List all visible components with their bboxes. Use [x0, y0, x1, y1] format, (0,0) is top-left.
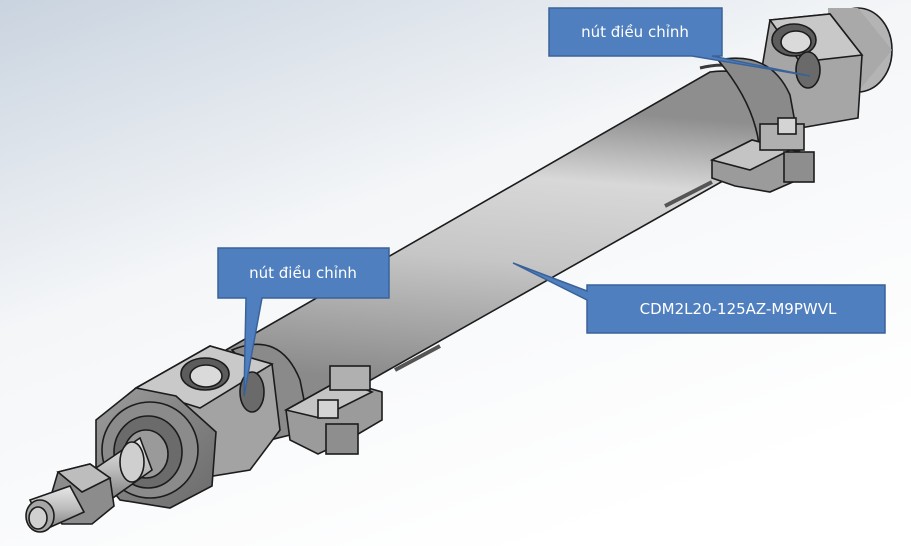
callout-top-adjust-label: nút điều chỉnh — [581, 23, 689, 41]
callout-left-adjust: nút điều chỉnh — [217, 247, 390, 397]
model-number-label: CDM2L20-125AZ-M9PWVL — [640, 300, 837, 318]
callout-left-adjust-label: nút điều chỉnh — [249, 264, 357, 282]
callout-model: CDM2L20-125AZ-M9PWVL — [512, 262, 886, 334]
rear-sensor-clamp — [709, 57, 815, 193]
piston-rod — [25, 436, 153, 533]
rear-end-cap — [759, 7, 893, 129]
callout-top-adjust: nút điều chỉnh — [548, 7, 811, 77]
